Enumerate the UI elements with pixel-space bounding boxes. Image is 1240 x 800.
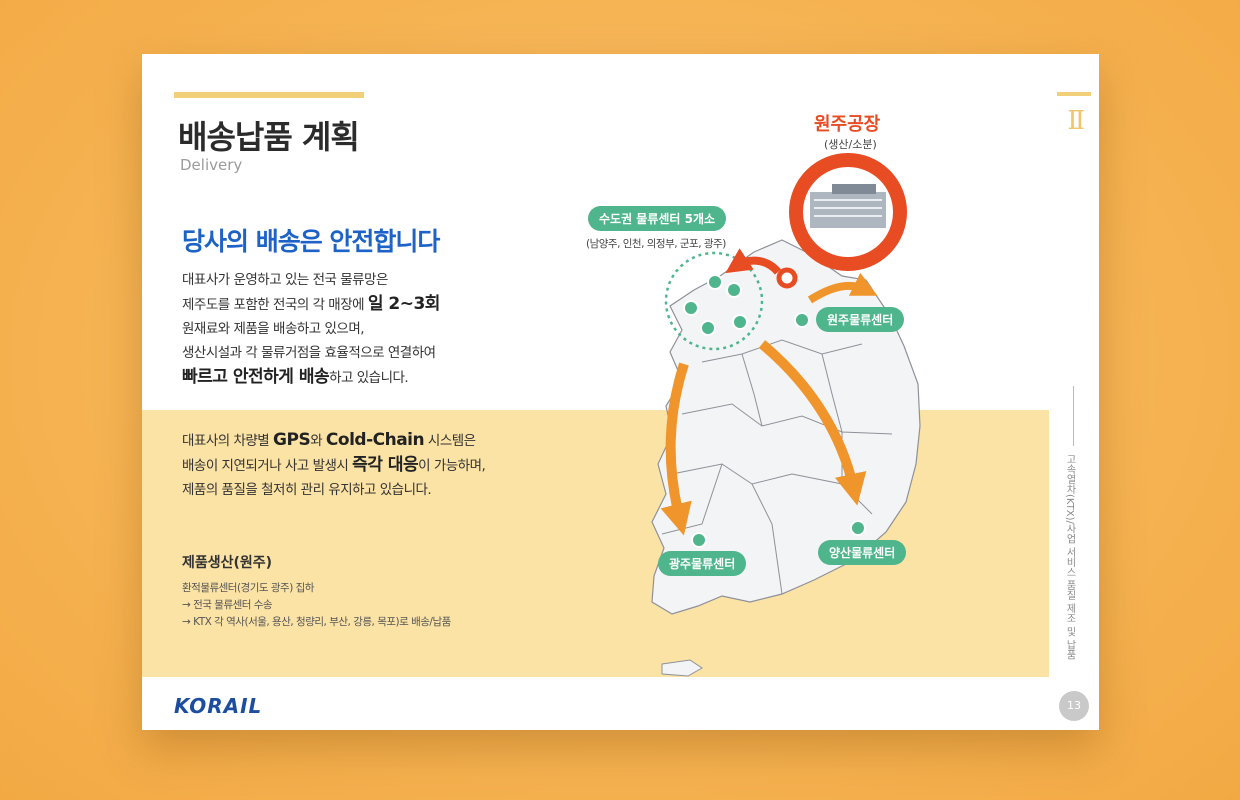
intro-paragraph: 대표사가 운영하고 있는 전국 물류망은 제주도를 포함한 전국의 각 매장에 … <box>182 268 440 390</box>
factory-title: 원주공장 <box>814 114 881 135</box>
gps-emphasis: Cold-Chain <box>325 430 425 450</box>
gwangju-marker <box>691 532 707 548</box>
factory-pointer <box>776 267 798 289</box>
capital-center-marker <box>726 282 742 298</box>
gps-text: 시스템은 <box>424 433 476 449</box>
page-title: 배송납품 계획 <box>178 118 360 156</box>
gps-line: 배송이 지연되거나 사고 발생시 즉각 대응이 가능하며, <box>182 453 486 478</box>
page-number-badge: 13 <box>1059 691 1089 721</box>
section-numeral: Ⅱ <box>1067 106 1085 136</box>
yangsan-label: 양산물류센터 <box>818 540 907 565</box>
yangsan-marker <box>850 520 866 536</box>
wonju-marker <box>794 312 810 328</box>
korail-logo: KORAIL <box>174 694 263 718</box>
intro-line: 빠르고 안전하게 배송하고 있습니다. <box>182 365 440 390</box>
capital-center-marker <box>707 274 723 290</box>
arrow-to-wonju <box>807 272 878 304</box>
production-title: 제품생산(원주) <box>182 555 273 571</box>
intro-line: 원재료와 제품을 배송하고 있으며, <box>182 321 365 337</box>
korea-map-shape <box>651 239 921 615</box>
gps-line: 대표사의 차량별 GPS와 Cold-Chain 시스템은 <box>182 428 485 453</box>
gps-text: 배송이 지연되거나 사고 발생시 <box>182 458 353 474</box>
gps-line: 제품의 품질을 철저히 관리 유지하고 있습니다. <box>182 482 432 498</box>
wonju-label: 원주물류센터 <box>816 307 905 332</box>
jeju-island <box>661 659 703 677</box>
logistics-map <box>651 153 921 677</box>
gps-text: 대표사의 차량별 <box>182 433 274 449</box>
intro-line: 생산시설과 각 물류거점을 효율적으로 연결하여 <box>182 345 436 361</box>
intro-emphasis: 빠르고 안전하게 배송 <box>182 367 330 387</box>
intro-headline: 당사의 배송은 안전합니다 <box>182 227 440 256</box>
slide: 배송납품 계획 Delivery Ⅱ 고속열차(KTX)/사업 서비스 품질 제… <box>142 54 1099 730</box>
capital-area-list: (남양주, 인천, 의정부, 군포, 광주) <box>586 238 726 250</box>
gps-emphasis: GPS <box>273 430 311 450</box>
title-accent-bar <box>174 92 364 98</box>
production-line: 환적물류센터(경기도 광주) 집하 <box>182 582 314 594</box>
arrow-factory-to-capital <box>725 248 782 275</box>
side-divider <box>1073 386 1074 446</box>
factory-building <box>832 184 876 194</box>
capital-center-marker <box>700 320 716 336</box>
intro-line: 대표사가 운영하고 있는 전국 물류망은 <box>182 272 388 288</box>
gps-paragraph: 대표사의 차량별 GPS와 Cold-Chain 시스템은 배송이 지연되거나 … <box>182 428 486 502</box>
capital-center-marker <box>732 314 748 330</box>
side-caption: 고속열차(KTX)/사업 서비스 품질 제조 및 납품 <box>1064 454 1075 660</box>
arrow-to-yangsan <box>758 340 867 506</box>
arrow-to-gwangju <box>660 362 692 536</box>
intro-emphasis: 일 2~3회 <box>367 294 441 314</box>
capital-area-circle <box>664 251 764 351</box>
section-accent-bar <box>1057 92 1091 96</box>
gps-emphasis: 즉각 대응 <box>352 455 419 475</box>
capital-center-marker <box>683 300 699 316</box>
intro-text: 하고 있습니다. <box>329 370 409 386</box>
production-lines: 환적물류센터(경기도 광주) 집하 → 전국 물류센터 수송 → KTX 각 역… <box>182 580 451 631</box>
page-subtitle: Delivery <box>180 156 243 174</box>
production-line: → 전국 물류센터 수송 <box>182 599 273 611</box>
factory-subtitle: (생산/소분) <box>824 138 877 151</box>
gwangju-label: 광주물류센터 <box>658 551 747 576</box>
capital-area-label: 수도권 물류센터 5개소 <box>588 206 727 231</box>
production-line: → KTX 각 역사(서울, 용산, 청량리, 부산, 강릉, 목포)로 배송/… <box>182 616 451 628</box>
intro-text: 제주도를 포함한 전국의 각 매장에 <box>182 297 368 313</box>
gps-text: 이 가능하며, <box>418 458 486 474</box>
intro-line: 제주도를 포함한 전국의 각 매장에 일 2~3회 <box>182 292 440 317</box>
factory-building <box>810 192 886 228</box>
gps-text: 와 <box>310 433 326 449</box>
factory-window <box>814 199 882 217</box>
